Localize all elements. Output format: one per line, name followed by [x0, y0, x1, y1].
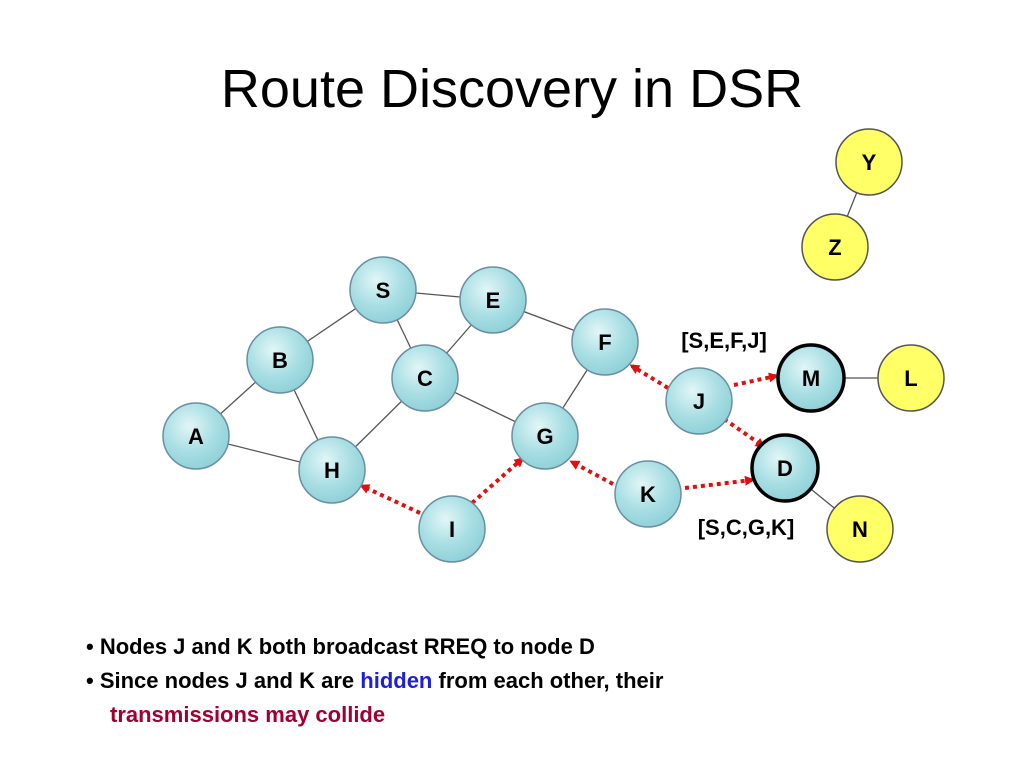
svg-text:F: F — [598, 330, 611, 355]
svg-text:J: J — [693, 389, 705, 414]
svg-text:G: G — [536, 424, 553, 449]
arrow-j-to-d — [722, 417, 766, 448]
svg-text:L: L — [904, 366, 917, 391]
node-k: K — [614, 460, 682, 528]
bullet-2-text-after: from each other, their — [432, 668, 664, 693]
node-a: A — [162, 402, 230, 470]
svg-text:D: D — [777, 456, 793, 481]
bullet-1-text: Nodes J and K both broadcast RREQ to nod… — [99, 634, 595, 659]
node-g: G — [511, 402, 579, 470]
node-y: Y — [835, 128, 903, 196]
rreq-arrows — [359, 364, 779, 515]
bullet-1: • Nodes J and K both broadcast RREQ to n… — [86, 630, 663, 664]
arrow-i-to-g — [470, 457, 525, 505]
svg-text:N: N — [852, 517, 868, 542]
arrow-j-to-m — [733, 372, 779, 387]
yellow-nodes: Y Z L N — [801, 128, 945, 563]
bullet-list: • Nodes J and K both broadcast RREQ to n… — [86, 630, 663, 732]
route-label-via-j: [S,E,F,J] — [681, 328, 767, 353]
bullet-marker: • — [86, 668, 94, 693]
node-d: D — [750, 433, 820, 503]
bullet-2-continuation: transmissions may collide — [86, 698, 663, 732]
arrow-j-to-f — [629, 364, 670, 390]
svg-text:B: B — [272, 348, 288, 373]
route-label-via-k: [S,C,G,K] — [698, 515, 795, 540]
node-j: J — [665, 367, 733, 435]
svg-text:A: A — [188, 424, 204, 449]
node-s: S — [349, 256, 417, 324]
slide-title: Route Discovery in DSR — [220, 59, 804, 119]
svg-text:M: M — [802, 366, 820, 391]
bubble-nodes: S E B C F A G H I K J M D — [162, 256, 846, 563]
arrow-i-to-h — [359, 484, 421, 515]
svg-text:K: K — [640, 482, 656, 507]
bullet-2: • Since nodes J and K are hidden from ea… — [86, 664, 663, 698]
svg-text:I: I — [449, 517, 455, 542]
collide-highlight: transmissions may collide — [110, 702, 386, 727]
svg-text:Z: Z — [828, 235, 841, 260]
node-c: C — [391, 344, 459, 412]
node-z: Z — [801, 213, 869, 281]
network-diagram: S E B C F A G H I K J M D Y Z L N [S,E,F… — [162, 128, 945, 563]
bullet-marker: • — [86, 634, 94, 659]
arrow-k-to-g — [569, 460, 614, 486]
svg-text:C: C — [417, 366, 433, 391]
hidden-highlight: hidden — [360, 668, 433, 693]
node-b: B — [246, 326, 314, 394]
node-n: N — [826, 495, 894, 563]
svg-text:E: E — [486, 288, 501, 313]
bullet-2-text-before: Since nodes J and K are — [99, 668, 361, 693]
svg-text:H: H — [324, 458, 340, 483]
node-l: L — [877, 344, 945, 412]
arrow-k-to-d — [684, 475, 755, 490]
node-i: I — [418, 495, 486, 563]
node-e: E — [459, 266, 527, 334]
svg-text:S: S — [376, 278, 391, 303]
svg-text:Y: Y — [862, 150, 877, 175]
node-h: H — [298, 436, 366, 504]
node-m: M — [776, 343, 846, 413]
node-f: F — [571, 308, 639, 376]
